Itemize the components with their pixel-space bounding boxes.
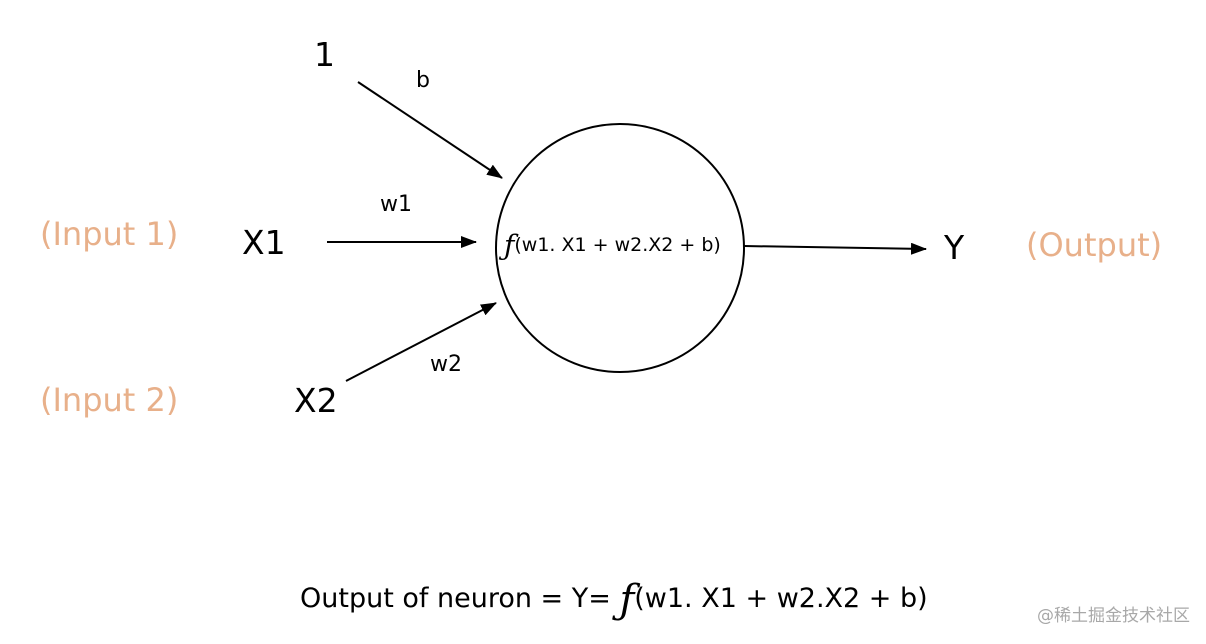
caption-prefix: Output of neuron = Y= (300, 583, 611, 614)
input2-arrow (345, 302, 497, 382)
input2-weight-label: w2 (430, 352, 462, 377)
input1-node-label: X1 (242, 223, 286, 262)
output-annotation: (Output) (1026, 226, 1163, 264)
neuron-formula: ƒ(w1. X1 + w2.X2 + b) (504, 232, 721, 260)
bias-arrow (357, 81, 503, 179)
function-symbol: ƒ (504, 229, 515, 262)
input2-annotation: (Input 2) (40, 381, 179, 419)
output-caption: Output of neuron = Y= ƒ(w1. X1 + w2.X2 +… (300, 580, 928, 620)
caption-function-symbol: ƒ (619, 577, 635, 623)
output-arrow (743, 242, 927, 255)
input2-node-label: X2 (294, 381, 338, 420)
neuron-expression: (w1. X1 + w2.X2 + b) (514, 234, 721, 256)
output-node-label: Y (944, 228, 965, 267)
neuron-circle (495, 123, 745, 373)
watermark: @稀土掘金技术社区 (1037, 606, 1190, 626)
caption-expression: (w1. X1 + w2.X2 + b) (634, 583, 928, 614)
input1-weight-label: w1 (380, 192, 412, 217)
bias-weight-label: b (416, 68, 430, 93)
bias-input-label: 1 (314, 35, 335, 74)
input1-annotation: (Input 1) (40, 215, 179, 253)
